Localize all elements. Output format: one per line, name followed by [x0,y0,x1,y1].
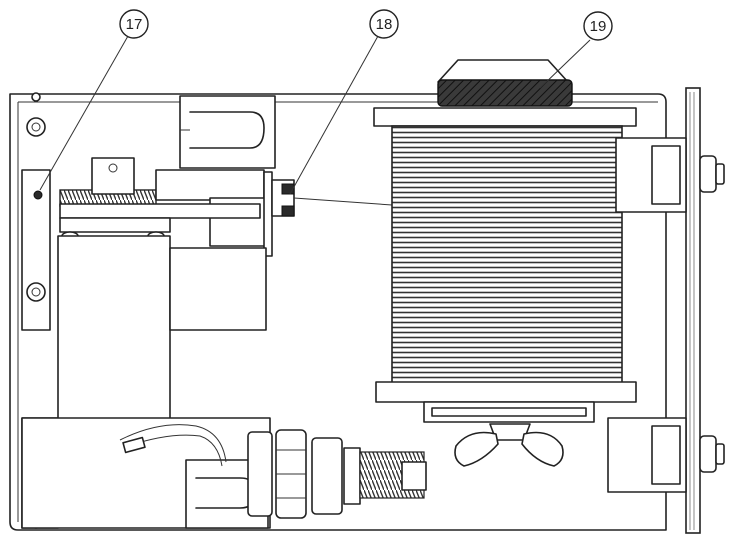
wing-nut [454,423,564,467]
callout-18: 18 [369,9,399,39]
slider-block [59,169,267,247]
guide-tube [263,171,393,257]
callout-18-label: 18 [376,16,393,33]
callout-17-label: 17 [126,16,143,33]
coil-reel [373,59,637,423]
tension-spring [59,157,157,207]
callout-17: 17 [119,9,149,39]
adjusting-screw [247,429,427,519]
leader-lines [39,35,591,195]
upper-mount [615,137,725,213]
lower-mount [607,417,725,493]
side-plate [685,87,701,534]
wire-loop [119,424,227,467]
solenoid-body [57,235,267,443]
lower-bracket [21,417,271,529]
callout-19-label: 19 [590,18,607,35]
callout-19: 19 [583,11,613,41]
upper-bracket [179,95,276,169]
